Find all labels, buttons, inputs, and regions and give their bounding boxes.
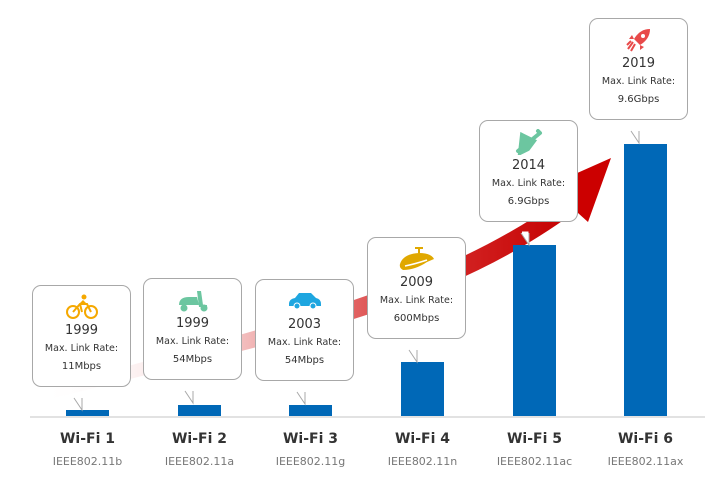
bar-wi-fi-1 (66, 410, 109, 416)
standard-label: IEEE802.11b (52, 455, 123, 468)
bubble-year: 1999 (64, 323, 99, 338)
bubble-rate-label: Max. Link Rate: (155, 336, 230, 347)
tick-label: Wi-Fi 5 (506, 431, 563, 447)
trend-arrow-head (548, 158, 611, 222)
standard-label: IEEE802.11a (164, 455, 235, 468)
bubble-rate-label: Max. Link Rate: (601, 76, 676, 87)
car-icon (256, 288, 353, 314)
bubble-rate-value: 54Mbps (172, 354, 213, 365)
annotation-bubble-5: 2014 Max. Link Rate: 6.9Gbps (479, 120, 578, 247)
annotation-bubble-2: 1999 Max. Link Rate: 54Mbps (143, 278, 242, 405)
bar-wi-fi-6 (624, 144, 667, 416)
bubble-rate-value: 54Mbps (284, 355, 325, 366)
scooter-icon (144, 287, 241, 313)
bubble-rate-label: Max. Link Rate: (267, 337, 342, 348)
bubble-rate-label: Max. Link Rate: (491, 178, 566, 189)
annotation-bubble-3: 2003 Max. Link Rate: 54Mbps (255, 279, 354, 406)
standard-label: IEEE802.11ax (607, 455, 684, 468)
standard-label: IEEE802.11n (387, 455, 458, 468)
tick-label: Wi-Fi 2 (171, 431, 228, 447)
standard-label: IEEE802.11g (275, 455, 346, 468)
annotation-bubble-4: 2009 Max. Link Rate: 600Mbps (367, 237, 466, 364)
x-label-2: Wi-Fi 2 IEEE802.11a (145, 430, 255, 470)
bubble-year: 2019 (621, 56, 656, 71)
bubble-year: 1999 (175, 316, 210, 331)
bicycle-icon (33, 294, 130, 320)
tick-label: Wi-Fi 6 (617, 431, 674, 447)
bubble-rate-value: 600Mbps (393, 313, 440, 324)
bars (66, 144, 667, 416)
x-label-6: Wi-Fi 6 IEEE802.11ax (591, 430, 701, 470)
annotation-bubble-6: 2019 Max. Link Rate: 9.6Gbps (589, 18, 688, 145)
airplane-icon (480, 129, 577, 155)
x-label-5: Wi-Fi 5 IEEE802.11ac (480, 430, 590, 470)
bar-wi-fi-3 (289, 405, 332, 416)
bar-wi-fi-4 (401, 362, 444, 416)
bubble-rate-value: 6.9Gbps (507, 196, 550, 207)
tick-label: Wi-Fi 3 (282, 431, 339, 447)
train-icon (368, 246, 465, 272)
x-label-4: Wi-Fi 4 IEEE802.11n (368, 430, 478, 470)
bubble-year: 2014 (511, 158, 546, 173)
standard-label: IEEE802.11ac (496, 455, 573, 468)
bubble-rate-label: Max. Link Rate: (379, 295, 454, 306)
bar-wi-fi-2 (178, 405, 221, 416)
bubble-rate-value: 9.6Gbps (617, 94, 660, 105)
bubble-rate-label: Max. Link Rate: (44, 343, 119, 354)
tick-label: Wi-Fi 1 (59, 431, 116, 447)
bubble-year: 2003 (287, 317, 322, 332)
bubble-rate-value: 11Mbps (61, 361, 102, 372)
rocket-icon (590, 27, 687, 53)
bar-wi-fi-5 (513, 245, 556, 416)
x-label-1: Wi-Fi 1 IEEE802.11b (33, 430, 143, 470)
x-label-3: Wi-Fi 3 IEEE802.11g (256, 430, 366, 470)
bubble-year: 2009 (399, 275, 434, 290)
tick-label: Wi-Fi 4 (394, 431, 451, 447)
annotation-bubble-1: 1999 Max. Link Rate: 11Mbps (32, 285, 131, 412)
